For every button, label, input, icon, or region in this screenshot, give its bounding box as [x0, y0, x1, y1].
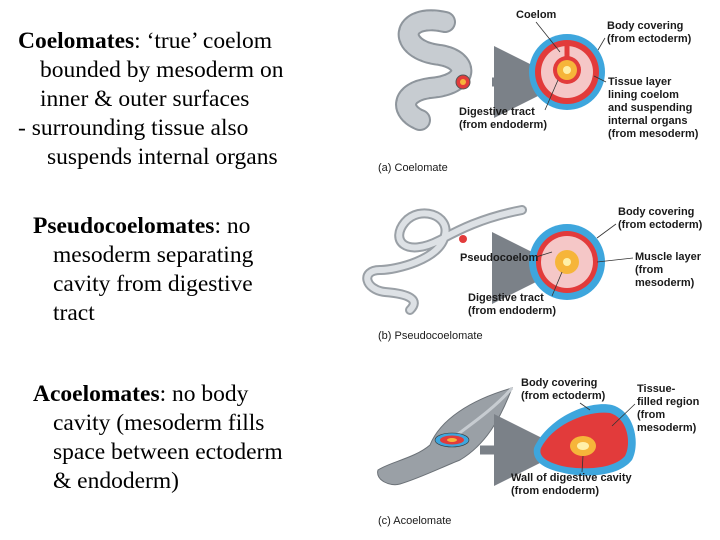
acoelomates-line-2: cavity (mesoderm fills — [53, 410, 265, 436]
label-a-body-covering-2: (from ectoderm) — [607, 33, 692, 45]
pseudocoelomates-term: Pseudocoelomates — [33, 213, 215, 239]
pseudocoelomates-line-3: cavity from digestive — [53, 271, 253, 297]
acoelomates-line-1: : no body — [159, 381, 249, 407]
coelomates-line-2: bounded by mesoderm on — [40, 57, 284, 83]
label-tissue-layer-4: internal organs — [608, 115, 687, 127]
label-tissue-filled-1: Tissue- — [637, 383, 676, 395]
pseudocoelomates-line-2: mesoderm separating — [53, 242, 254, 268]
label-coelom: Coelom — [516, 9, 557, 21]
earthworm-illustration — [395, 9, 473, 131]
pseudocoelomates-line-1: : no — [214, 213, 251, 239]
label-tissue-layer-5: (from mesoderm) — [608, 128, 699, 140]
pseudocoelomate-panel: Body covering (from ectoderm) Pseudocoel… — [362, 205, 703, 342]
caption-coelomate: (a) Coelomate — [378, 162, 448, 174]
coelomates-line-1: : ‘true’ coelom — [134, 28, 273, 54]
label-pseudocoelom: Pseudocoelom — [460, 252, 538, 264]
label-c-body-covering-2: (from ectoderm) — [521, 390, 606, 402]
label-b-body-covering-1: Body covering — [618, 206, 694, 218]
label-tissue-filled-4: mesoderm) — [637, 422, 697, 434]
pseudocoelomates-line-4: tract — [53, 300, 95, 326]
label-muscle-layer-3: mesoderm) — [635, 277, 695, 289]
label-wall-digestive-1: Wall of digestive cavity — [511, 472, 633, 484]
coelomate-panel: Coelom Body covering (from ectoderm) Tis… — [378, 9, 699, 174]
coelomates-line-3: inner & outer surfaces — [40, 86, 250, 112]
label-a-digestive-tract-1: Digestive tract — [459, 106, 535, 118]
acoelomates-line-3: space between ectoderm — [53, 439, 283, 465]
label-tissue-layer-1: Tissue layer — [608, 76, 672, 88]
label-c-body-covering-1: Body covering — [521, 377, 597, 389]
caption-acoelomate: (c) Acoelomate — [378, 515, 451, 527]
coelomates-text: Coelomates: ‘true’ coelom bounded by mes… — [18, 27, 283, 172]
coelomate-cross-section — [529, 34, 605, 110]
coelomates-line-5: suspends internal organs — [47, 144, 278, 170]
acoelomates-text: Acoelomates: no body cavity (mesoderm fi… — [33, 380, 283, 496]
acoelomates-line-4: & endoderm) — [53, 468, 179, 494]
pseudocoelomate-cross-section — [529, 224, 605, 300]
label-muscle-layer-2: (from — [635, 264, 663, 276]
flatworm-illustration — [377, 387, 514, 486]
label-a-digestive-tract-2: (from endoderm) — [459, 119, 547, 131]
label-tissue-filled-3: (from — [637, 409, 665, 421]
coelomates-line-4: - surrounding tissue also — [18, 115, 249, 141]
label-tissue-layer-3: and suspending — [608, 102, 692, 114]
label-tissue-layer-2: lining coelom — [608, 89, 679, 101]
label-b-body-covering-2: (from ectoderm) — [618, 219, 703, 231]
acoelomates-term: Acoelomates — [33, 381, 160, 407]
label-muscle-layer-1: Muscle layer — [635, 251, 702, 263]
roundworm-illustration — [362, 205, 527, 315]
pseudocoelomates-text: Pseudocoelomates: no mesoderm separating… — [33, 212, 253, 328]
label-a-body-covering-1: Body covering — [607, 20, 683, 32]
label-wall-digestive-2: (from endoderm) — [511, 485, 599, 497]
label-b-digestive-tract-1: Digestive tract — [468, 292, 544, 304]
acoelomate-panel: Body covering (from ectoderm) Tissue- fi… — [377, 377, 700, 527]
coelomates-term: Coelomates — [18, 28, 135, 54]
label-b-digestive-tract-2: (from endoderm) — [468, 305, 556, 317]
acoelomate-cross-section — [533, 404, 636, 476]
caption-pseudocoelomate: (b) Pseudocoelomate — [378, 330, 483, 342]
label-tissue-filled-2: filled region — [637, 396, 700, 408]
